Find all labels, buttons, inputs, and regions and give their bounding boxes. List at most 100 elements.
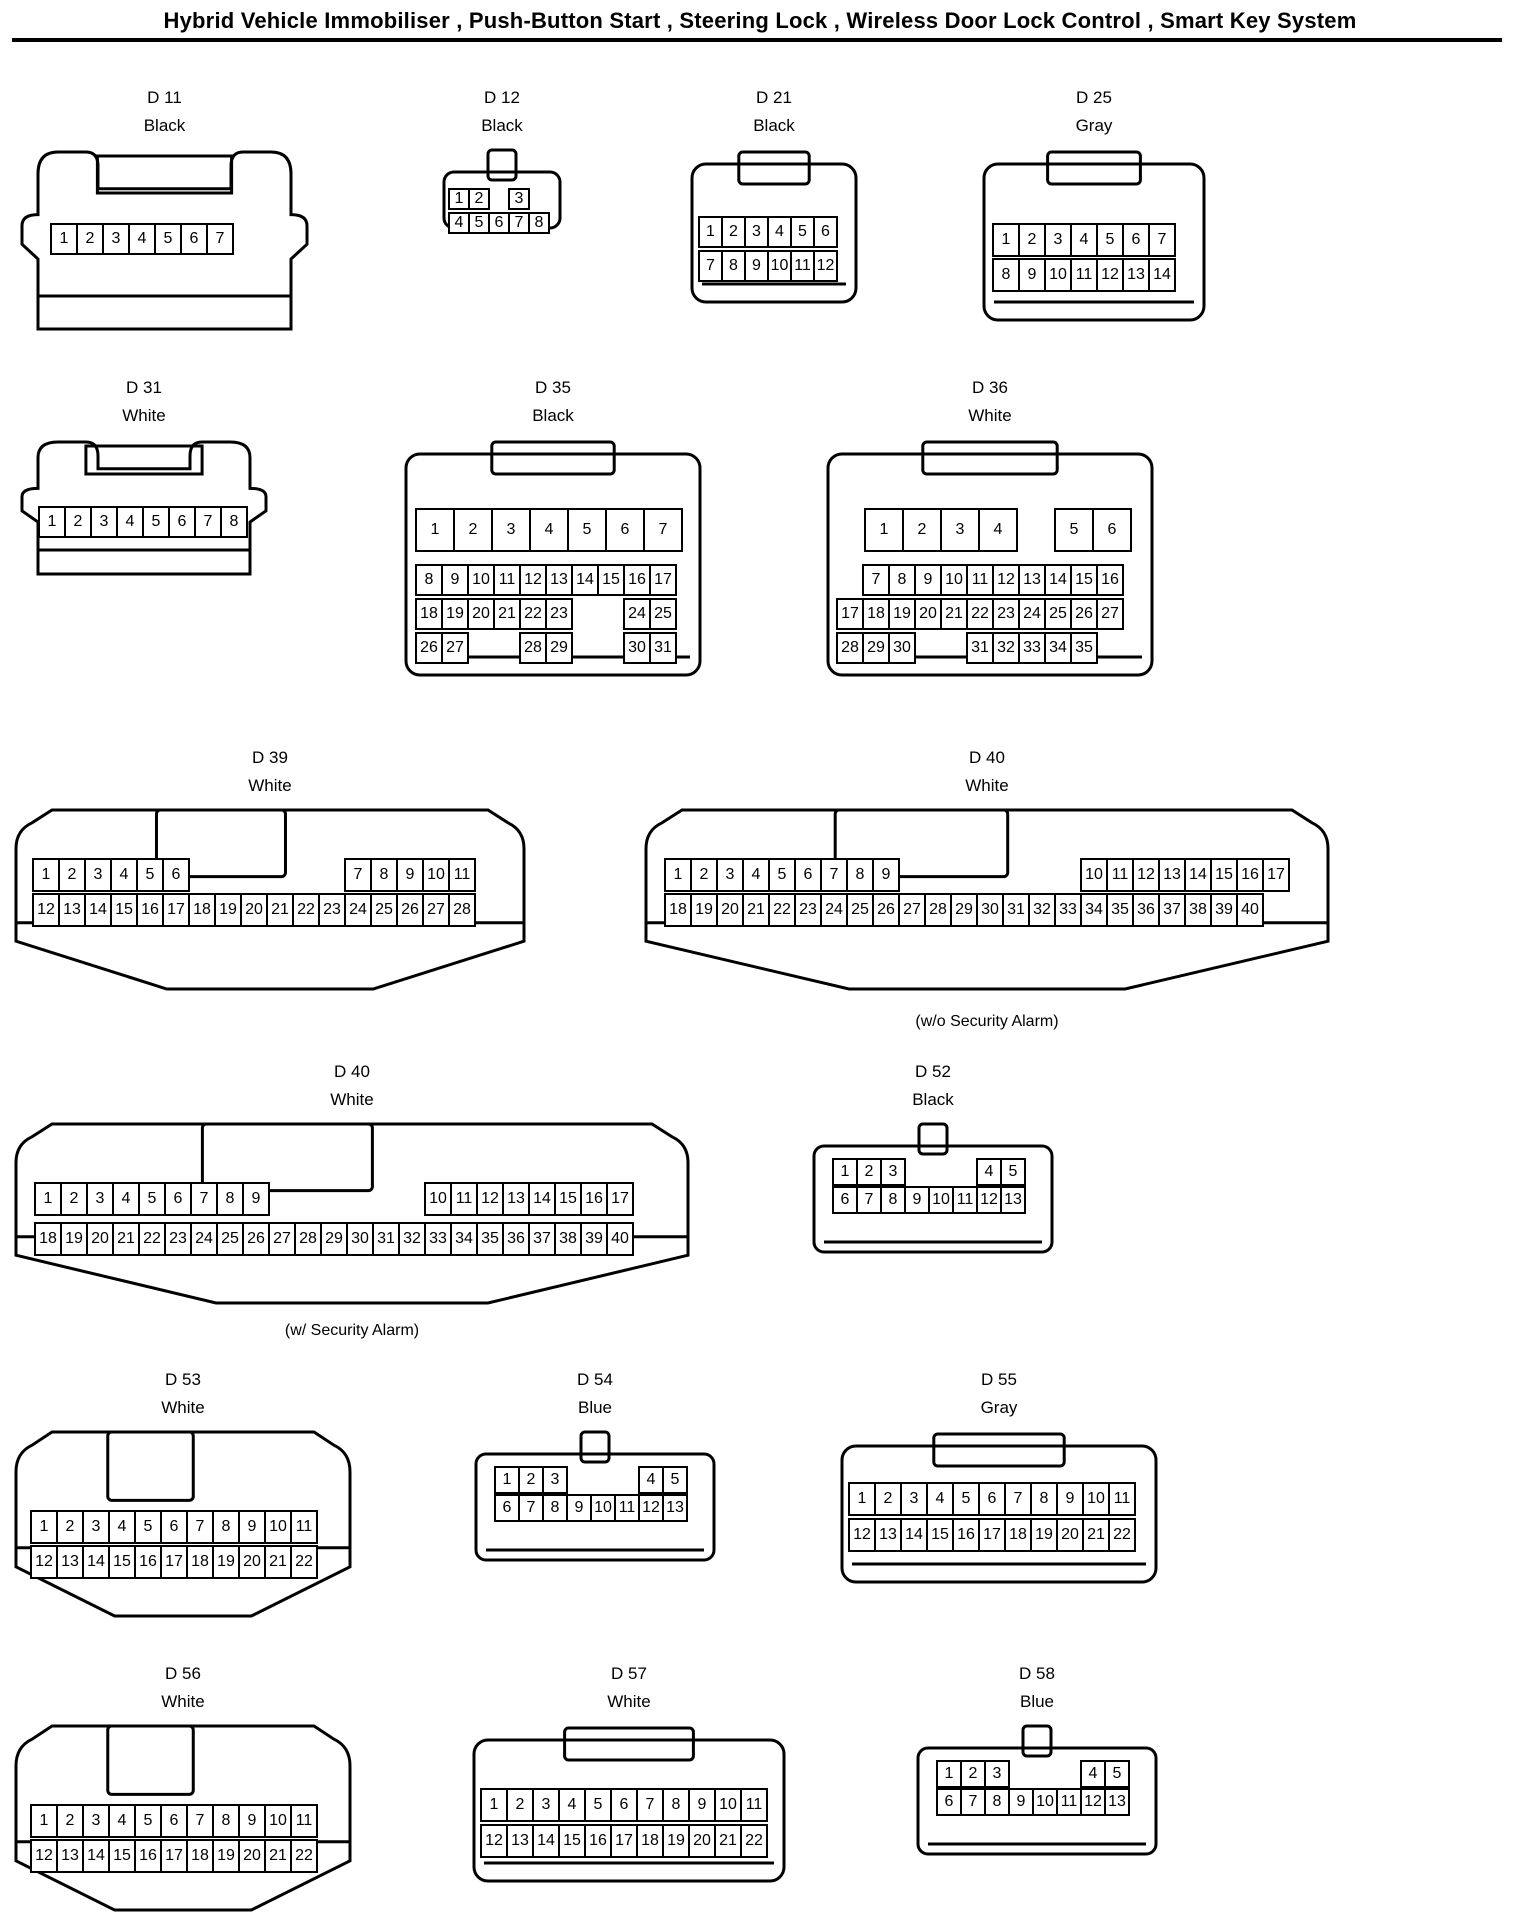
connector-color: Black xyxy=(143,116,186,135)
pin-gap xyxy=(950,858,978,892)
pin-cell: 7 xyxy=(186,1804,214,1838)
pin-cell: 4 xyxy=(448,212,470,234)
connector-id: D 35 xyxy=(535,378,571,397)
pin-gap xyxy=(1016,508,1056,552)
pin-cell: 9 xyxy=(872,858,900,892)
connector-shell xyxy=(474,1452,716,1562)
pin-cell: 9 xyxy=(914,564,942,596)
pin-cell: 2 xyxy=(902,508,942,552)
pin-cell: 9 xyxy=(1008,1788,1034,1816)
connector-color: Gray xyxy=(980,1398,1018,1417)
pin-cell: 1 xyxy=(50,223,78,255)
pin-cell: 10 xyxy=(714,1788,742,1822)
pin-cell: 32 xyxy=(992,632,1020,664)
connector-latch xyxy=(486,148,518,182)
pin-cell: 14 xyxy=(900,1518,928,1552)
pin-gap xyxy=(1028,858,1056,892)
pin-cell: 6 xyxy=(936,1788,962,1816)
pin-cell: 32 xyxy=(1028,893,1056,927)
pin-cell: 16 xyxy=(134,1545,162,1579)
pin-cell: 4 xyxy=(638,1466,664,1494)
connector-shell xyxy=(404,452,702,677)
pin-cell: 34 xyxy=(1080,893,1108,927)
pin-cell: 16 xyxy=(580,1182,608,1216)
connector-id: D 56 xyxy=(165,1664,201,1683)
pin-cell: 11 xyxy=(614,1494,640,1522)
pin-gap xyxy=(1056,1760,1082,1788)
pin-cell: 15 xyxy=(1210,858,1238,892)
pin-cell: 2 xyxy=(468,188,490,210)
connector-latch xyxy=(95,154,234,195)
pin-cell: 2 xyxy=(60,1182,88,1216)
pin-gap xyxy=(346,1182,374,1216)
pin-cell: 11 xyxy=(1070,258,1098,292)
pin-cell: 27 xyxy=(268,1222,296,1256)
pin-cell: 37 xyxy=(1158,893,1186,927)
pin-gap xyxy=(924,858,952,892)
pin-cell: 19 xyxy=(690,893,718,927)
pin-cell: 24 xyxy=(820,893,848,927)
pin-cell: 13 xyxy=(662,1494,688,1522)
pin-gap xyxy=(940,632,968,664)
pin-cell: 7 xyxy=(518,1494,544,1522)
connector-latch xyxy=(154,808,287,879)
pin-cell: 13 xyxy=(58,893,86,927)
pin-cell: 1 xyxy=(415,508,455,552)
pin-cell: 30 xyxy=(346,1222,374,1256)
pin-cell: 25 xyxy=(846,893,874,927)
pin-cell: 6 xyxy=(180,223,208,255)
pin-cell: 1 xyxy=(32,858,60,892)
pin-cell: 4 xyxy=(976,1158,1002,1186)
pin-cell: 5 xyxy=(1054,508,1094,552)
pin-cell: 25 xyxy=(1044,598,1072,630)
pin-cell: 3 xyxy=(900,1482,928,1516)
pin-cell: 12 xyxy=(992,564,1020,596)
pin-cell: 15 xyxy=(558,1824,586,1858)
pin-cell: 12 xyxy=(30,1839,58,1873)
pin-cell: 19 xyxy=(662,1824,690,1858)
connector-body xyxy=(468,1430,722,1570)
pin-cell: 21 xyxy=(112,1222,140,1256)
connector-body xyxy=(806,1122,1060,1262)
pin-cell: 11 xyxy=(1108,1482,1136,1516)
pin-cell: 33 xyxy=(1018,632,1046,664)
pin-cell: 12 xyxy=(32,893,60,927)
pin-cell: 8 xyxy=(528,212,550,234)
pin-cell: 9 xyxy=(744,250,769,282)
pin-cell: 13 xyxy=(56,1839,84,1873)
pin-cell: 3 xyxy=(532,1788,560,1822)
pin-cell: 1 xyxy=(848,1482,876,1516)
pin-cell: 8 xyxy=(370,858,398,892)
pin-cell: 7 xyxy=(1004,1482,1032,1516)
connector-outline xyxy=(474,1430,716,1562)
pin-gap xyxy=(320,1182,348,1216)
pin-cell: 5 xyxy=(768,858,796,892)
connector-shell xyxy=(982,162,1206,322)
pin-cell: 35 xyxy=(1070,632,1098,664)
pin-cell: 38 xyxy=(554,1222,582,1256)
connector-shell xyxy=(472,1738,786,1883)
pin-cell: 3 xyxy=(90,506,118,538)
pin-cell: 3 xyxy=(491,508,531,552)
title-rule xyxy=(12,38,1502,42)
pin-cell: 5 xyxy=(138,1182,166,1216)
connector-color: Black xyxy=(532,406,574,425)
pin-cell: 3 xyxy=(84,858,112,892)
pin-cell: 7 xyxy=(194,506,222,538)
pin-cell: 19 xyxy=(212,1545,240,1579)
pin-gap xyxy=(1054,858,1082,892)
pin-gap xyxy=(590,1466,616,1494)
pin-cell: 21 xyxy=(264,1545,292,1579)
connector-outline xyxy=(690,150,858,304)
pin-gap xyxy=(467,632,495,664)
pin-cell: 5 xyxy=(142,506,170,538)
pin-cell: 34 xyxy=(1044,632,1072,664)
connector-color: White xyxy=(965,776,1009,795)
pin-cell: 7 xyxy=(344,858,372,892)
pin-cell: 6 xyxy=(610,1788,638,1822)
